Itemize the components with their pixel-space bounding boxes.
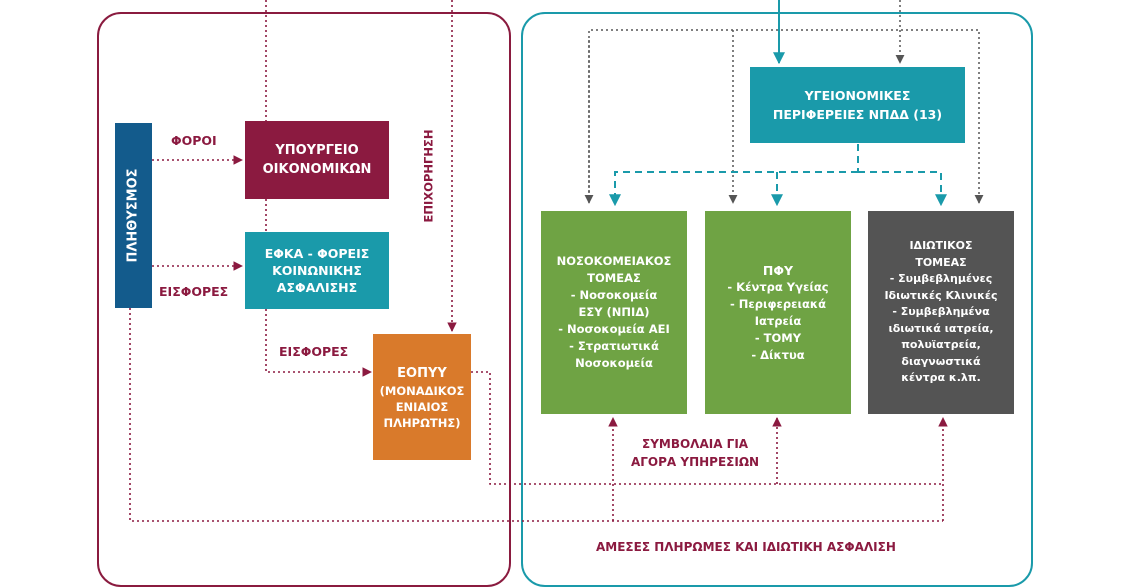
pfy-line-3: - Περιφερειακά: [730, 296, 826, 311]
hospital-line-3: - Νοσοκομεία: [570, 288, 658, 302]
private-line-7: πολυϊατρεία,: [901, 338, 981, 352]
label-subsidy: ΕΠΙΧΟΡΗΓΗΣΗ: [421, 129, 436, 223]
hospital-line-5: - Νοσοκομεία ΑΕΙ: [558, 322, 670, 336]
efka-line-2: ΚΟΙΝΩΝΙΚΗΣ: [272, 263, 362, 278]
regions-line-2: ΠΕΡΙΦΕΡΕΙΕΣ ΝΠΔΔ (13): [772, 107, 943, 122]
hospital-line-6: - Στρατιωτικά: [569, 339, 659, 353]
pfy-line-6: - Δίκτυα: [751, 347, 805, 362]
label-contributions-eopyy: ΕΙΣΦΟΡΕΣ: [279, 344, 349, 359]
arrow-regions-private: [858, 171, 947, 207]
private-line-1: ΙΔΙΩΤΙΚΟΣ: [909, 239, 973, 253]
pfy-line-4: Ιατρεία: [754, 313, 802, 328]
population-box: ΠΛΗΘΥΣΜΟΣ: [115, 123, 152, 308]
eopyy-line-1: ΕΟΠΥΥ: [397, 365, 447, 381]
private-line-9: κέντρα κ.λπ.: [901, 371, 981, 385]
private-line-8: διαγνωστικά: [901, 354, 981, 368]
ministry-of-finance-box: ΥΠΟΥΡΓΕΙΟ ΟΙΚΟΝΟΜΙΚΩΝ: [245, 121, 389, 199]
pfy-line-2: - Κέντρα Υγείας: [727, 279, 829, 294]
efka-box: ΕΦΚΑ - ΦΟΡΕΙΣ ΚΟΙΝΩΝΙΚΗΣ ΑΣΦΑΛΙΣΗΣ: [245, 232, 389, 309]
private-line-6: ιδιωτικά ιατρεία,: [888, 321, 994, 335]
eopyy-box: ΕΟΠΥΥ (ΜΟΝΑΔΙΚΟΣ ΕΝΙΑΙΟΣ ΠΛΗΡΩΤΗΣ): [373, 334, 471, 460]
private-line-3: - Συμβεβλημένες: [889, 272, 993, 286]
ministry-line-2: ΟΙΚΟΝΟΜΙΚΩΝ: [262, 162, 372, 177]
label-taxes: ΦΟΡΟΙ: [171, 133, 217, 148]
label-contributions-efka: ΕΙΣΦΟΡΕΣ: [159, 284, 229, 299]
label-contracts-line-2: ΑΓΟΡΑ ΥΠΗΡΕΣΙΩΝ: [631, 455, 760, 469]
arrow-contributions-eopyy: [265, 309, 372, 377]
population-label: ΠΛΗΘΥΣΜΟΣ: [126, 168, 142, 263]
private-line-2: ΤΟΜΕΑΣ: [915, 255, 967, 269]
primary-care-box: ΠΦΥ - Κέντρα Υγείας - Περιφερειακά Ιατρε…: [705, 211, 851, 414]
ministry-line-1: ΥΠΟΥΡΓΕΙΟ: [275, 143, 359, 158]
label-contracts-line-1: ΣΥΜΒΟΛΑΙΑ ΓΙΑ: [642, 437, 749, 451]
eopyy-line-3: ΕΝΙΑΙΟΣ: [395, 399, 449, 414]
private-sector-box: ΙΔΙΩΤΙΚΟΣ ΤΟΜΕΑΣ - Συμβεβλημένες Ιδιωτικ…: [868, 211, 1014, 414]
private-line-4: Ιδιωτικές Κλινικές: [884, 288, 998, 302]
hospital-line-2: ΤΟΜΕΑΣ: [587, 271, 641, 285]
arrow-regions-hospital: [609, 171, 858, 207]
eopyy-line-4: ΠΛΗΡΩΤΗΣ): [383, 415, 461, 430]
pfy-line-1: ΠΦΥ: [762, 262, 794, 278]
health-regions-box: ΥΓΕΙΟΝΟΜΙΚΕΣ ΠΕΡΙΦΕΡΕΙΕΣ ΝΠΔΔ (13): [750, 67, 965, 143]
line-population-payments: [129, 308, 943, 522]
eopyy-line-2: (ΜΟΝΑΔΙΚΟΣ: [379, 383, 465, 398]
regions-line-1: ΥΓΕΙΟΝΟΜΙΚΕΣ: [804, 88, 911, 103]
efka-line-1: ΕΦΚΑ - ΦΟΡΕΙΣ: [264, 246, 370, 261]
hospital-line-1: ΝΟΣΟΚΟΜΕΙΑΚΟΣ: [556, 254, 672, 268]
line-eopyy-contracts: [471, 371, 943, 485]
efka-line-3: ΑΣΦΑΛΙΣΗΣ: [276, 280, 358, 295]
private-line-5: - Συμβεβλημένα: [892, 305, 990, 319]
label-direct-payments: ΑΜΕΣΕΣ ΠΛΗΡΩΜΕΣ ΚΑΙ ΙΔΙΩΤΙΚΗ ΑΣΦΑΛΙΣΗ: [596, 540, 896, 554]
flow-arrows: [129, 0, 984, 522]
hospital-sector-box: ΝΟΣΟΚΟΜΕΙΑΚΟΣ ΤΟΜΕΑΣ - Νοσοκομεία ΕΣΥ (Ν…: [541, 211, 687, 414]
hospital-line-7: Νοσοκομεία: [575, 356, 653, 370]
pfy-line-5: - ΤΟΜΥ: [754, 330, 802, 345]
hospital-line-4: ΕΣΥ (ΝΠΙΔ): [578, 305, 650, 319]
